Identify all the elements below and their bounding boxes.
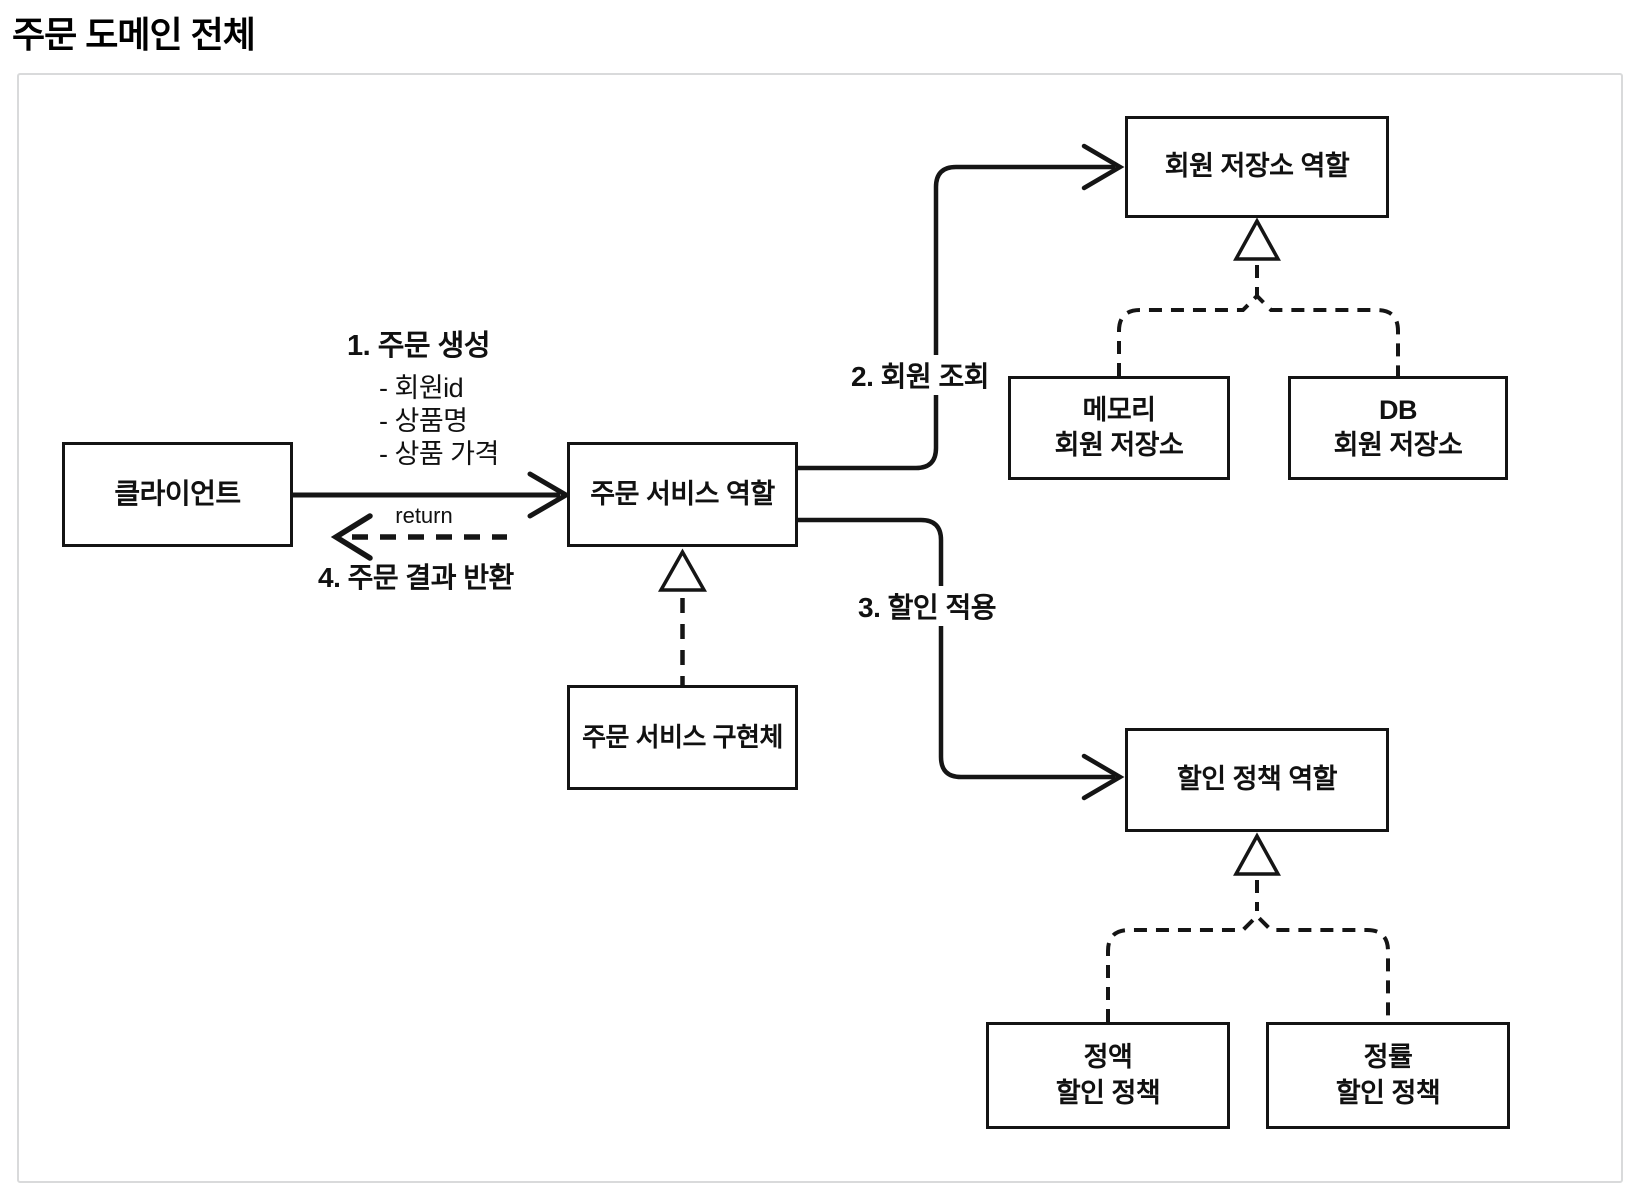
discount-policy-role-box: 할인 정책 역할 bbox=[1125, 728, 1389, 832]
fixed-discount-policy-box: 정액 할인 정책 bbox=[986, 1022, 1230, 1129]
order-create-arrowhead-icon bbox=[527, 471, 571, 519]
fixed-discount-policy-line1: 정액 bbox=[1083, 1042, 1133, 1073]
order-service-generalization-triangle-icon bbox=[657, 548, 708, 592]
db-member-repo-line2: 회원 저장소 bbox=[1333, 430, 1463, 460]
step1-param-item-price: - 상품 가격 bbox=[379, 439, 499, 469]
rate-discount-policy-line2: 할인 정책 bbox=[1335, 1077, 1441, 1108]
db-member-repo-line1: DB bbox=[1379, 394, 1418, 425]
member-repo-role-label: 회원 저장소 역할 bbox=[1164, 151, 1350, 182]
member-repo-generalization-triangle-icon bbox=[1233, 217, 1281, 261]
step4-order-result-label: 4. 주문 결과 반환 bbox=[318, 562, 514, 593]
db-member-repo-box: DB 회원 저장소 bbox=[1288, 376, 1508, 480]
step1-order-create-label-block: 1. 주문 생성 - 회원id - 상품명 - 상품 가격 bbox=[347, 322, 499, 471]
member-lookup-arrow-line bbox=[798, 164, 1115, 471]
step3-discount-apply-label: 3. 할인 적용 bbox=[853, 586, 1001, 626]
memory-member-repo-line2: 회원 저장소 bbox=[1054, 430, 1184, 460]
step1-order-create-label: 1. 주문 생성 bbox=[347, 330, 491, 362]
fixed-discount-policy-line2: 할인 정책 bbox=[1055, 1077, 1161, 1108]
step1-param-member-id: - 회원id bbox=[379, 373, 464, 403]
order-service-impl-box: 주문 서비스 구현체 bbox=[567, 685, 798, 790]
discount-policy-generalization-triangle-icon bbox=[1233, 832, 1281, 876]
member-lookup-arrowhead-icon bbox=[1081, 143, 1125, 191]
step1-params-list: - 회원id - 상품명 - 상품 가격 bbox=[379, 372, 499, 471]
client-box-label: 클라이언트 bbox=[114, 478, 241, 510]
discount-apply-arrowhead-icon bbox=[1081, 753, 1125, 801]
discount-policy-role-label: 할인 정책 역할 bbox=[1176, 764, 1338, 795]
member-repo-branch-line bbox=[1117, 293, 1400, 376]
step2-member-lookup-label: 2. 회원 조회 bbox=[846, 355, 994, 395]
order-service-role-box: 주문 서비스 역할 bbox=[567, 442, 798, 547]
page-title: 주문 도메인 전체 bbox=[12, 14, 256, 55]
memory-member-repo-box: 메모리 회원 저장소 bbox=[1008, 376, 1230, 480]
discount-policy-branch-line bbox=[1106, 913, 1390, 1022]
return-arrowhead-icon bbox=[330, 513, 373, 561]
client-box: 클라이언트 bbox=[62, 442, 293, 547]
order-service-role-label: 주문 서비스 역할 bbox=[590, 478, 775, 509]
rate-discount-policy-box: 정률 할인 정책 bbox=[1266, 1022, 1510, 1129]
rate-discount-policy-line1: 정률 bbox=[1363, 1042, 1413, 1073]
step1-param-item-name: - 상품명 bbox=[379, 406, 468, 436]
discount-apply-arrow-line bbox=[798, 517, 1115, 780]
return-note-label: return bbox=[395, 503, 453, 528]
member-repo-role-box: 회원 저장소 역할 bbox=[1125, 116, 1389, 218]
order-service-impl-label: 주문 서비스 구현체 bbox=[582, 721, 783, 752]
memory-member-repo-line1: 메모리 bbox=[1082, 394, 1156, 425]
diagram-panel bbox=[17, 73, 1623, 1183]
